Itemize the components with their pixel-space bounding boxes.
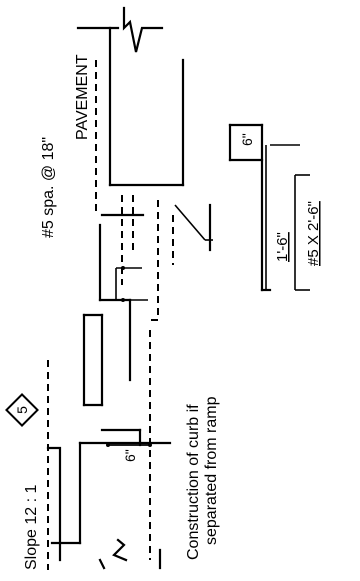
- rebar-spacing-label: #5 spa. @ 18": [40, 137, 57, 238]
- annotations: PAVEMENT #5 spa. @ 18" Slope 12 : 1 5 Co…: [5, 54, 322, 571]
- bar-detail: [228, 123, 310, 292]
- curb-note-line-1: Construction of curb if: [185, 404, 202, 560]
- pavement-label: PAVEMENT: [74, 54, 91, 140]
- section-marker-diamond: [5, 393, 39, 427]
- dim-6-bar-label: 6": [239, 133, 255, 146]
- dim-1-6-label: 1'-6": [274, 232, 291, 262]
- section-marker: 5: [5, 393, 39, 427]
- bar-mark-label: #5 X 2'-6": [305, 201, 322, 266]
- dim-6-curb-label: 6": [122, 449, 138, 462]
- section-marker-number: 5: [14, 406, 30, 414]
- curb-note-line-2: separated from ramp: [203, 396, 220, 545]
- slope-label: Slope 12 : 1: [23, 485, 40, 571]
- section-linework: [46, 6, 213, 570]
